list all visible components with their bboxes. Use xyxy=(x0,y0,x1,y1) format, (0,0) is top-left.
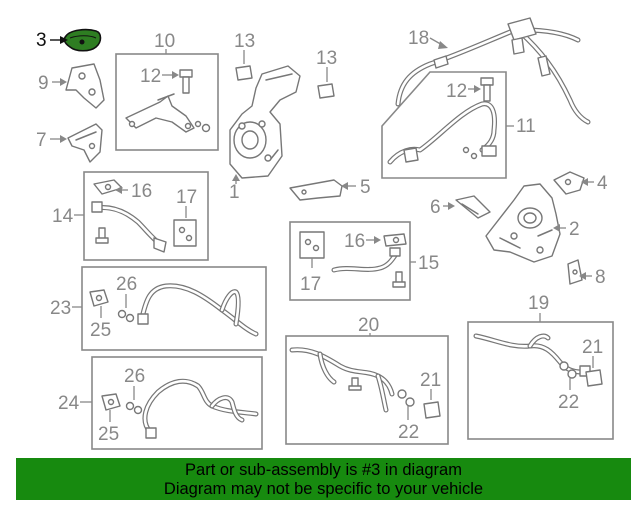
callout-10: 10 xyxy=(154,31,175,52)
part-5-shield[interactable] xyxy=(289,179,343,201)
part-26-washers-b[interactable] xyxy=(125,401,143,415)
callout-22b: 22 xyxy=(558,392,579,413)
part-4-plate[interactable] xyxy=(553,171,585,195)
callout-15: 15 xyxy=(418,253,439,274)
part-21-fitting-b[interactable] xyxy=(585,369,603,387)
part-14-oil-line[interactable] xyxy=(91,201,167,253)
callout-7: 7 xyxy=(36,130,47,151)
callout-12a: 12 xyxy=(140,66,161,87)
callout-22a: 22 xyxy=(398,422,419,443)
callout-20: 20 xyxy=(358,315,379,336)
callout-11: 11 xyxy=(516,116,536,137)
callout-2: 2 xyxy=(569,219,580,240)
callout-12b: 12 xyxy=(446,81,467,102)
part-22-washers-b[interactable] xyxy=(559,361,577,379)
callout-16b: 16 xyxy=(344,231,365,252)
callout-13a: 13 xyxy=(234,31,255,52)
part-17-gasket-b[interactable] xyxy=(299,231,325,259)
box-10 xyxy=(115,53,219,151)
part-11-hose[interactable] xyxy=(387,101,497,165)
callout-21b: 21 xyxy=(582,337,603,358)
part-21-fitting-a[interactable] xyxy=(423,401,441,419)
part-25-banjo-a[interactable] xyxy=(89,289,109,307)
box-24 xyxy=(91,356,263,450)
box-20 xyxy=(285,335,449,445)
banner-line-1: Part or sub-assembly is #3 in diagram xyxy=(185,461,462,479)
part-6-bracket[interactable] xyxy=(455,195,491,219)
part-18-wiring-harness[interactable] xyxy=(395,17,591,125)
callout-19: 19 xyxy=(528,293,549,314)
callout-13b: 13 xyxy=(316,48,337,69)
banner-line-2: Diagram may not be specific to your vehi… xyxy=(163,480,484,498)
part-2-manifold[interactable] xyxy=(485,183,561,263)
part-26-washers-a[interactable] xyxy=(117,309,135,323)
callout-21a: 21 xyxy=(420,370,441,391)
box-15 xyxy=(289,221,411,301)
callout-24: 24 xyxy=(58,393,80,414)
part-10-bracket[interactable] xyxy=(125,93,211,133)
part-15-oil-return[interactable] xyxy=(331,247,406,288)
part-3-highlighted[interactable] xyxy=(63,28,102,52)
callout-26a: 26 xyxy=(116,274,137,295)
part-8-bracket[interactable] xyxy=(567,259,583,285)
callout-18: 18 xyxy=(408,28,429,49)
part-23-coolant-line[interactable] xyxy=(137,283,259,337)
callout-26b: 26 xyxy=(124,366,145,387)
callout-8: 8 xyxy=(595,267,606,288)
callout-4: 4 xyxy=(597,173,608,194)
part-12-bolt-b[interactable] xyxy=(480,77,494,102)
part-12-bolt-a[interactable] xyxy=(179,69,193,94)
part-13-nut-a[interactable] xyxy=(235,65,253,81)
part-16-gasket-a[interactable] xyxy=(93,179,123,195)
part-25-banjo-b[interactable] xyxy=(101,393,121,411)
callout-3: 3 xyxy=(36,30,47,51)
info-banner: Part or sub-assembly is #3 in diagram Di… xyxy=(16,458,631,500)
callout-23: 23 xyxy=(50,298,71,319)
box-11 xyxy=(381,71,507,179)
callout-1: 1 xyxy=(229,182,240,203)
callout-5: 5 xyxy=(360,177,371,198)
part-17-gasket-a[interactable] xyxy=(173,219,197,247)
part-22-washers-a[interactable] xyxy=(397,389,415,407)
callout-14: 14 xyxy=(52,206,74,227)
callout-17a: 17 xyxy=(176,187,197,208)
callout-6: 6 xyxy=(430,197,441,218)
box-23 xyxy=(81,266,267,351)
callout-16a: 16 xyxy=(131,181,152,202)
part-1-turbocharger[interactable] xyxy=(229,65,301,179)
callout-9: 9 xyxy=(38,73,49,94)
callout-25b: 25 xyxy=(98,424,119,445)
part-16-gasket-b[interactable] xyxy=(383,233,407,247)
part-24-coolant-line[interactable] xyxy=(142,378,259,439)
box-14 xyxy=(83,171,209,261)
part-7-bracket[interactable] xyxy=(67,123,103,163)
part-20-coolant-line[interactable] xyxy=(289,347,395,413)
callout-17b: 17 xyxy=(300,274,321,295)
part-9-bracket[interactable] xyxy=(65,63,105,109)
part-13-nut-b[interactable] xyxy=(317,83,335,99)
callout-25a: 25 xyxy=(90,320,111,341)
